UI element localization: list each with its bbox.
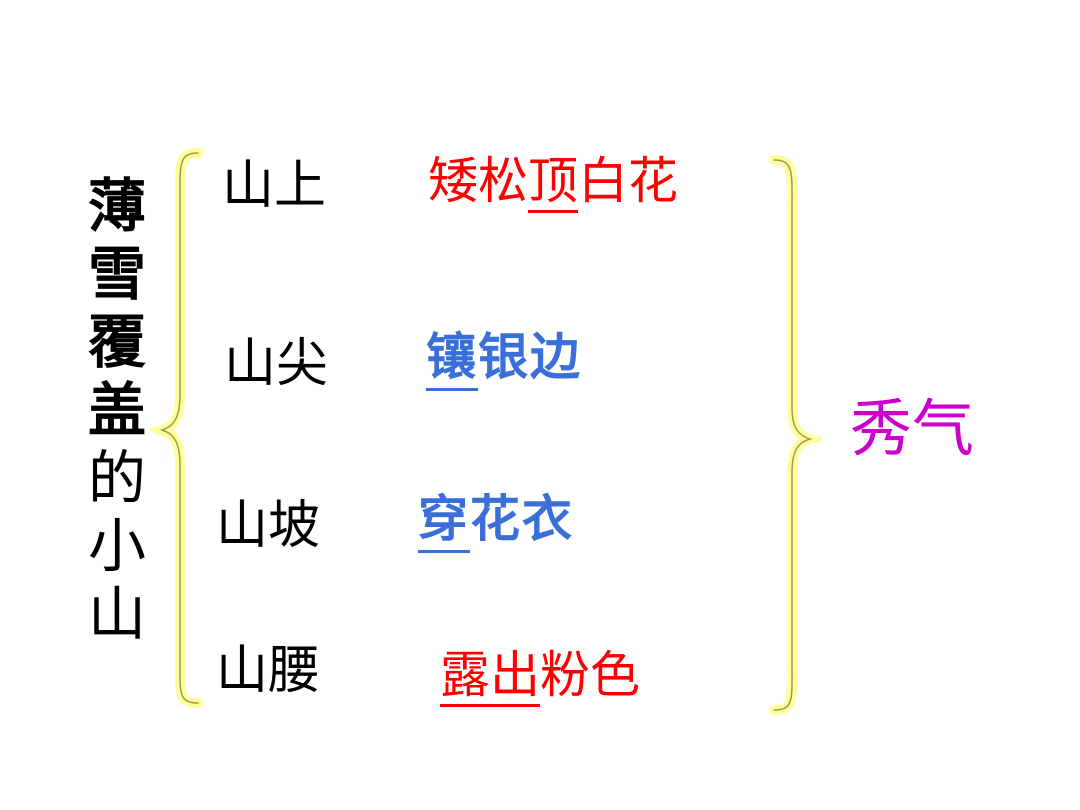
title-char: 山 — [87, 580, 146, 648]
phrase-waist: 露出粉色 — [440, 646, 640, 707]
title-char: 薄 — [87, 172, 146, 240]
result-word: 秀气 — [850, 392, 975, 465]
phrase-suffix: 花衣 — [470, 490, 574, 548]
title-char: 的 — [87, 444, 146, 512]
phrase-suffix: 粉色 — [540, 646, 640, 704]
title-char: 盖 — [87, 376, 146, 444]
phrase-suffix: 白花 — [578, 152, 678, 210]
place-label-peak: 山尖 — [224, 334, 329, 394]
phrase-key-word: 穿 — [418, 490, 470, 553]
phrase-key-word: 镶 — [426, 328, 478, 391]
phrase-key-word: 露出 — [440, 646, 540, 707]
left-brace — [150, 148, 203, 708]
right-brace — [769, 155, 822, 715]
vertical-title: 薄 雪 覆 盖 的 小 山 — [82, 172, 152, 648]
phrase-suffix: 银边 — [478, 328, 582, 386]
phrase-key-word: 顶 — [528, 152, 578, 213]
phrase-top: 矮松顶白花 — [428, 152, 678, 213]
phrase-peak: 镶银边 — [426, 328, 582, 391]
phrase-slope: 穿花衣 — [418, 490, 574, 553]
place-label-waist: 山腰 — [216, 641, 321, 701]
title-char: 小 — [87, 512, 146, 580]
title-char: 覆 — [87, 308, 146, 376]
title-char: 雪 — [87, 240, 146, 308]
place-label-slope: 山坡 — [216, 496, 321, 556]
place-label-top: 山上 — [222, 156, 327, 216]
phrase-prefix: 矮松 — [428, 152, 528, 210]
